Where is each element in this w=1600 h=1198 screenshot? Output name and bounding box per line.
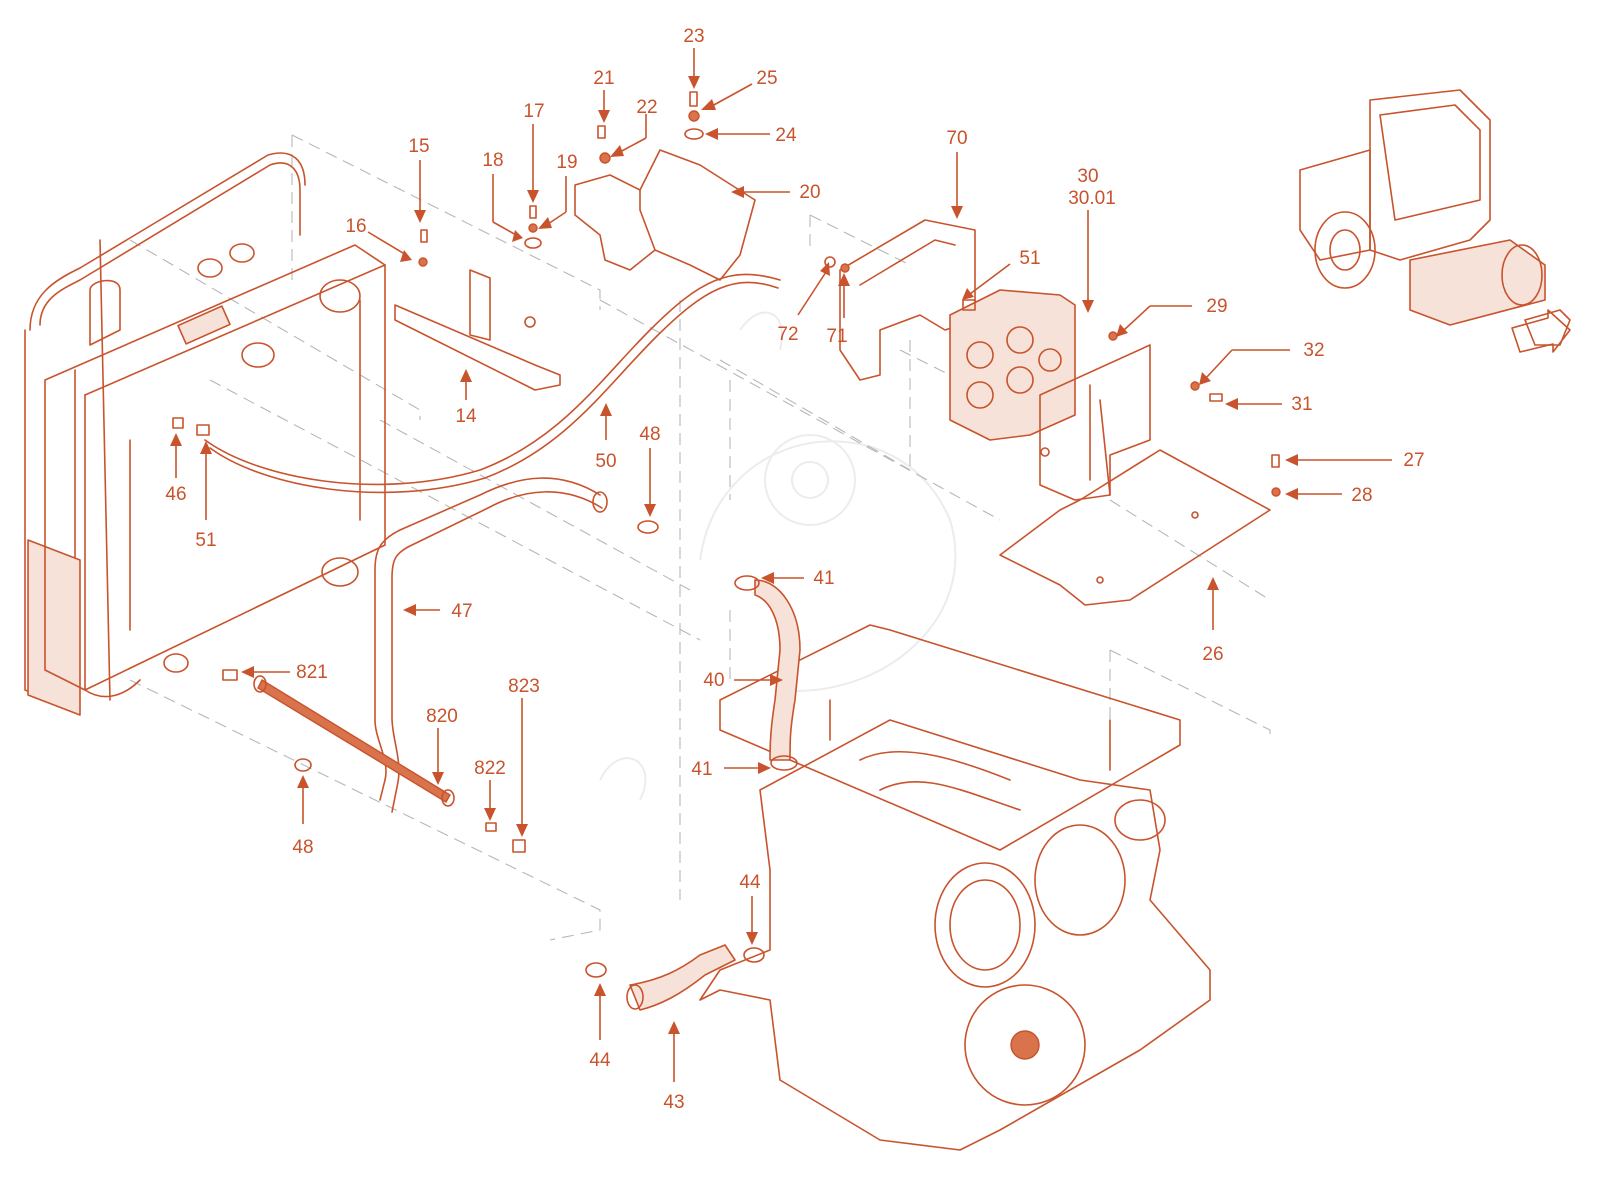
callout-15: 15 bbox=[408, 136, 430, 223]
callout-20: 20 bbox=[731, 182, 821, 203]
callout-14: 14 bbox=[455, 369, 477, 427]
callout-48-upper: 48 bbox=[639, 424, 661, 517]
callout-21: 21 bbox=[593, 68, 615, 123]
callout-32: 32 bbox=[1199, 340, 1325, 385]
callout-41-lower: 41 bbox=[691, 759, 771, 780]
hardware-parts bbox=[172, 91, 1281, 978]
callout-label-32: 32 bbox=[1303, 340, 1324, 361]
callout-label-16: 16 bbox=[345, 216, 366, 237]
callout-label-41-upper: 41 bbox=[813, 568, 834, 589]
callout-820: 820 bbox=[426, 706, 458, 785]
callout-17: 17 bbox=[523, 101, 545, 203]
callout-label-24: 24 bbox=[775, 125, 797, 146]
callout-30: 30 30.01 bbox=[1068, 166, 1116, 313]
reservoir-30 bbox=[949, 289, 1076, 441]
callout-label-40: 40 bbox=[703, 670, 724, 691]
bracket-14 bbox=[394, 269, 561, 391]
callout-51-upper: 51 bbox=[962, 248, 1041, 300]
callout-822: 822 bbox=[474, 758, 506, 821]
callout-label-14: 14 bbox=[455, 406, 477, 427]
callout-label-822: 822 bbox=[474, 758, 506, 779]
callout-label-17: 17 bbox=[523, 101, 544, 122]
callout-label-51-upper: 51 bbox=[1019, 248, 1040, 269]
radiator-assembly bbox=[24, 152, 386, 716]
callout-label-23: 23 bbox=[683, 26, 704, 47]
hose-50 bbox=[204, 273, 781, 494]
pipe-47 bbox=[374, 477, 608, 813]
callout-31: 31 bbox=[1225, 394, 1313, 415]
callout-24: 24 bbox=[705, 125, 797, 146]
callout-label-50: 50 bbox=[595, 451, 616, 472]
callout-label-20: 20 bbox=[799, 182, 820, 203]
callout-label-71: 71 bbox=[826, 326, 847, 347]
callout-27: 27 bbox=[1285, 450, 1425, 471]
callout-23: 23 bbox=[683, 26, 705, 89]
callout-label-25: 25 bbox=[756, 68, 777, 89]
callout-44-left: 44 bbox=[589, 983, 611, 1071]
callout-label-44-right: 44 bbox=[739, 872, 761, 893]
bracket-29 bbox=[1039, 344, 1151, 501]
callouts: 23 25 24 21 22 17 bbox=[165, 26, 1424, 1113]
callout-label-48-lower: 48 bbox=[292, 837, 313, 858]
watermark-mascot bbox=[599, 311, 957, 801]
callout-label-43: 43 bbox=[663, 1092, 684, 1113]
callout-43: 43 bbox=[663, 1021, 685, 1113]
callout-label-41-lower: 41 bbox=[691, 759, 712, 780]
hose-43 bbox=[626, 944, 736, 1011]
roller-machine-inset bbox=[1299, 89, 1571, 346]
callout-47: 47 bbox=[403, 601, 473, 622]
callout-25: 25 bbox=[701, 68, 778, 110]
callout-label-820: 820 bbox=[426, 706, 458, 727]
callout-72: 72 bbox=[777, 262, 830, 345]
callout-71: 71 bbox=[826, 273, 850, 347]
callout-label-29: 29 bbox=[1206, 296, 1227, 317]
callout-label-70: 70 bbox=[946, 128, 967, 149]
callout-19: 19 bbox=[538, 152, 578, 229]
callout-label-18: 18 bbox=[482, 150, 503, 171]
callout-label-44-left: 44 bbox=[589, 1050, 611, 1071]
callout-51-lower: 51 bbox=[195, 441, 217, 551]
callout-label-72: 72 bbox=[777, 324, 798, 345]
hose-40 bbox=[754, 579, 801, 761]
callout-label-821: 821 bbox=[296, 662, 328, 683]
callout-29: 29 bbox=[1116, 296, 1228, 337]
callout-label-46: 46 bbox=[165, 484, 186, 505]
callout-label-31: 31 bbox=[1291, 394, 1312, 415]
callout-label-823: 823 bbox=[508, 676, 540, 697]
callout-label-30-01: 30.01 bbox=[1068, 188, 1116, 209]
callout-46: 46 bbox=[165, 433, 187, 505]
callout-50: 50 bbox=[595, 403, 617, 472]
callout-label-15: 15 bbox=[408, 136, 429, 157]
callout-40: 40 bbox=[703, 670, 783, 691]
callout-label-27: 27 bbox=[1403, 450, 1424, 471]
callout-16: 16 bbox=[345, 216, 412, 262]
engine-assembly bbox=[699, 624, 1211, 1151]
bracket-20 bbox=[574, 149, 756, 281]
callout-41-upper: 41 bbox=[761, 568, 835, 589]
expansion-tank-70 bbox=[839, 219, 976, 381]
callout-28: 28 bbox=[1285, 485, 1373, 506]
callout-label-28: 28 bbox=[1351, 485, 1372, 506]
plate-26 bbox=[999, 449, 1271, 606]
callout-label-51-lower: 51 bbox=[195, 530, 216, 551]
callout-823: 823 bbox=[508, 676, 540, 837]
callout-22: 22 bbox=[610, 97, 658, 157]
callout-label-21: 21 bbox=[593, 68, 614, 89]
callout-18: 18 bbox=[482, 150, 523, 242]
hose-820 bbox=[253, 675, 455, 807]
callout-821: 821 bbox=[241, 662, 328, 683]
callout-label-19: 19 bbox=[556, 152, 577, 173]
callout-70: 70 bbox=[946, 128, 968, 219]
callout-44-right: 44 bbox=[739, 872, 761, 945]
direction-arrow-icon bbox=[1511, 309, 1571, 353]
callout-label-48-upper: 48 bbox=[639, 424, 660, 445]
callout-label-47: 47 bbox=[451, 601, 472, 622]
callout-label-26: 26 bbox=[1202, 644, 1223, 665]
callout-26: 26 bbox=[1202, 577, 1224, 665]
callout-48-lower: 48 bbox=[292, 775, 314, 858]
assembly-guide-lines bbox=[129, 134, 1271, 941]
callout-label-22: 22 bbox=[636, 97, 657, 118]
callout-label-30: 30 bbox=[1077, 166, 1098, 187]
